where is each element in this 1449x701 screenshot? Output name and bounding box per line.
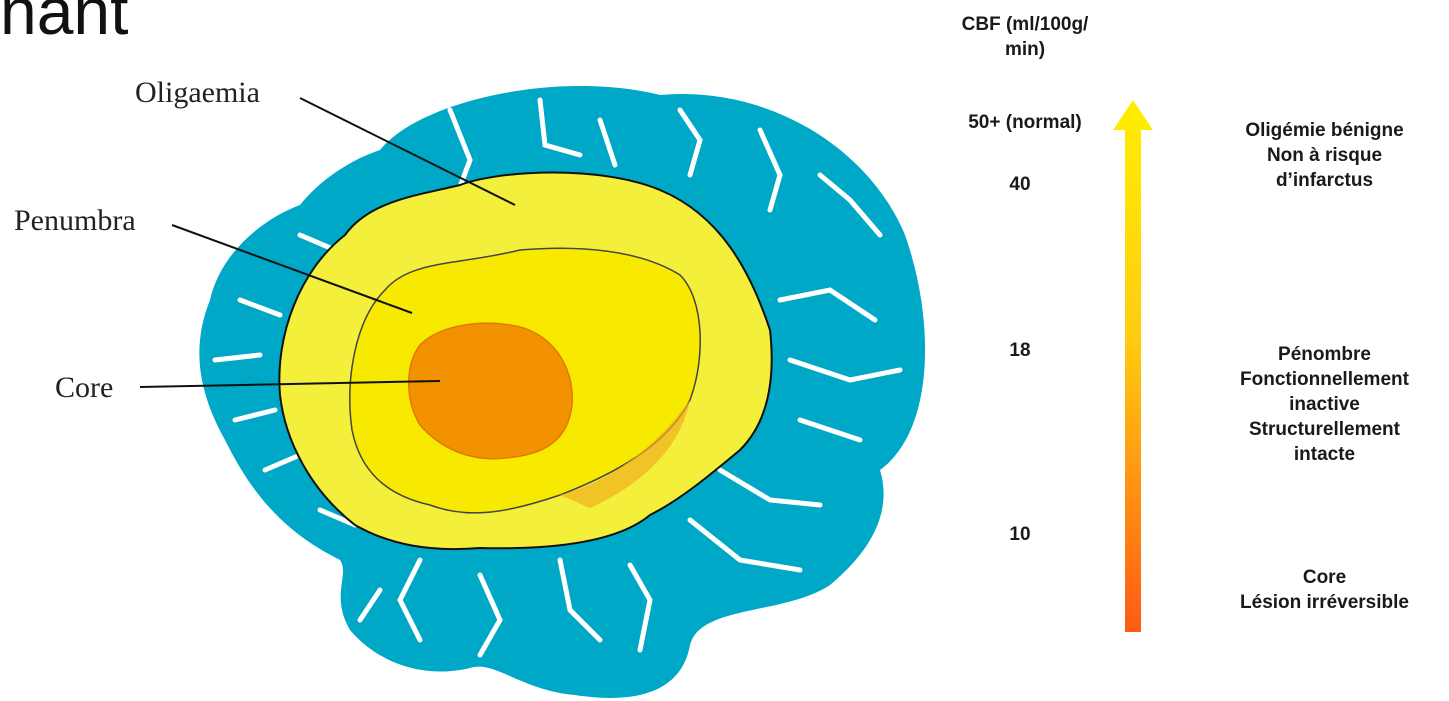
penumbra-description: Pénombre Fonctionnellement inactive Stru… xyxy=(1200,342,1449,467)
oligemia-description: Oligémie bénigne Non à risque d’infarctu… xyxy=(1200,118,1449,193)
core-description: Core Lésion irréversible xyxy=(1200,565,1449,615)
